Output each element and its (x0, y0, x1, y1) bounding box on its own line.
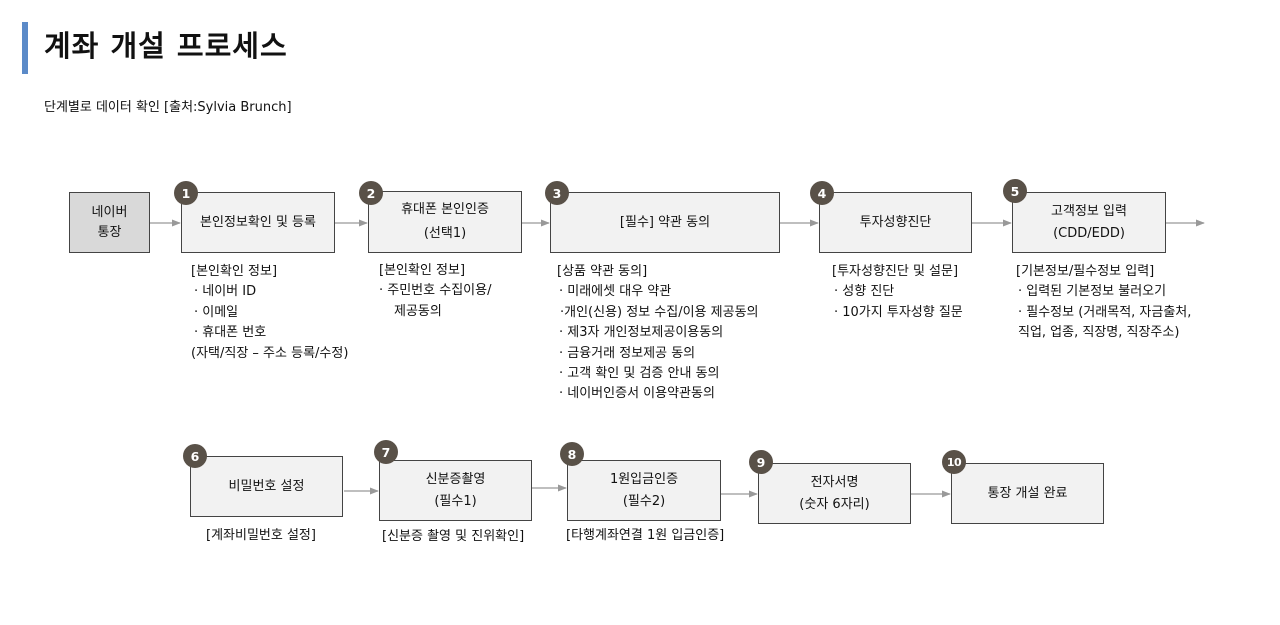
step-number-badge-7: 7 (374, 440, 398, 464)
step-label: 고객정보 입력 (1051, 203, 1127, 219)
step-note-7: [신분증 촬영 및 진위확인] (382, 527, 524, 547)
note-line: [기본정보/필수정보 입력] (1016, 264, 1155, 279)
note-line: · 필수정보 (거래목적, 자금출처, (1018, 304, 1192, 320)
step-label: (숫자 6자리) (799, 496, 870, 512)
step-note-8: [타행계좌연결 1원 입금인증] (566, 526, 724, 546)
step-box-9: 전자서명 (숫자 6자리) (758, 463, 911, 524)
note-line: 직업, 업종, 직장명, 직장주소) (1018, 325, 1180, 341)
step-label: 투자성향진단 (859, 214, 932, 230)
step-box-5: 고객정보 입력 (CDD/EDD) (1012, 192, 1166, 253)
step-note-3: [상품 약관 동의] · 미래에셋 대우 약관 ·개인(신용) 정보 수집/이용… (557, 262, 759, 405)
step-number-badge-5: 5 (1003, 179, 1027, 203)
note-line: · 입력된 기본정보 불러오기 (1018, 284, 1167, 300)
step-number-badge-4: 4 (810, 181, 834, 205)
step-number-badge-1: 1 (174, 181, 198, 205)
note-line: · 휴대폰 번호 (194, 325, 267, 341)
note-line: · 고객 확인 및 검증 안내 동의 (559, 366, 720, 382)
step-note-4: [투자성향진단 및 설문] · 성향 진단 · 10가지 투자성향 질문 (832, 262, 963, 323)
step-label: 비밀번호 설정 (228, 478, 305, 494)
step-box-8: 1원입금인증 (필수2) (567, 460, 721, 521)
note-line: [타행계좌연결 1원 입금인증] (566, 528, 725, 543)
step-number-badge-8: 8 (560, 442, 584, 466)
note-line: · 성향 진단 (834, 284, 895, 300)
step-label: (필수2) (622, 493, 666, 509)
step-note-2: [본인확인 정보] · 주민번호 수집이용/ 제공동의 (379, 261, 491, 322)
step-note-1: [본인확인 정보] · 네이버 ID · 이메일 · 휴대폰 번호 (자택/직장… (191, 262, 348, 364)
title-accent-bar (22, 22, 28, 74)
start-box-line: 통장 (97, 224, 122, 240)
step-box-7: 신분증촬영 (필수1) (379, 460, 532, 521)
note-line: [본인확인 정보] (379, 263, 466, 278)
note-line: ·개인(신용) 정보 수집/이용 제공동의 (560, 304, 759, 320)
step-label: 본인정보확인 및 등록 (200, 214, 316, 230)
start-box-line: 네이버 (91, 204, 128, 220)
step-number-badge-10: 10 (942, 450, 966, 474)
step-label: (선택1) (423, 226, 467, 241)
note-line: [계좌비밀번호 설정] (206, 528, 316, 543)
step-box-10: 통장 개설 완료 (951, 463, 1104, 524)
note-line: [투자성향진단 및 설문] (832, 264, 959, 279)
step-number-badge-2: 2 (359, 181, 383, 205)
note-line: · 이메일 (194, 304, 239, 320)
note-line: · 네이버인증서 이용약관동의 (559, 386, 715, 402)
step-note-6: [계좌비밀번호 설정] (206, 526, 316, 546)
start-box-naver-account: 네이버 통장 (69, 192, 150, 253)
note-line: (자택/직장 – 주소 등록/수정) (191, 345, 349, 361)
note-line: · 네이버 ID (194, 284, 257, 300)
step-label: (필수1) (434, 493, 477, 509)
note-line: [본인확인 정보] (191, 264, 278, 279)
step-label: 신분증촬영 (425, 471, 486, 487)
step-label: 1원입금인증 (609, 471, 679, 487)
note-line: · 미래에셋 대우 약관 (559, 284, 672, 300)
page-title: 계좌 개설 프로세스 (44, 29, 288, 63)
step-number-badge-9: 9 (749, 450, 773, 474)
step-label: (CDD/EDD) (1053, 225, 1125, 241)
note-line: 제공동의 (394, 303, 442, 319)
step-label: 통장 개설 완료 (987, 485, 1068, 501)
page-subtitle: 단계별로 데이터 확인 [출처:Sylvia Brunch] (44, 100, 292, 115)
step-box-4: 투자성향진단 (819, 192, 972, 253)
step-box-1: 본인정보확인 및 등록 (181, 192, 335, 253)
step-label: 전자서명 (810, 474, 859, 490)
step-number-badge-3: 3 (545, 181, 569, 205)
step-number-badge-6: 6 (183, 444, 207, 468)
step-label: 휴대폰 본인인증 (401, 202, 489, 217)
step-box-3: [필수] 약관 동의 (550, 192, 780, 253)
step-box-2: 휴대폰 본인인증 (선택1) (368, 191, 522, 253)
note-line: · 금융거래 정보제공 동의 (559, 345, 696, 361)
step-box-6: 비밀번호 설정 (190, 456, 343, 517)
note-line: · 10가지 투자성향 질문 (834, 304, 963, 320)
note-line: · 제3자 개인정보제공이용동의 (559, 325, 724, 341)
step-label: [필수] 약관 동의 (619, 214, 711, 230)
step-note-5: [기본정보/필수정보 입력] · 입력된 기본정보 불러오기 · 필수정보 (거… (1016, 262, 1191, 344)
note-line: · 주민번호 수집이용/ (379, 283, 492, 299)
note-line: [상품 약관 동의] (557, 264, 648, 279)
note-line: [신분증 촬영 및 진위확인] (382, 529, 525, 544)
